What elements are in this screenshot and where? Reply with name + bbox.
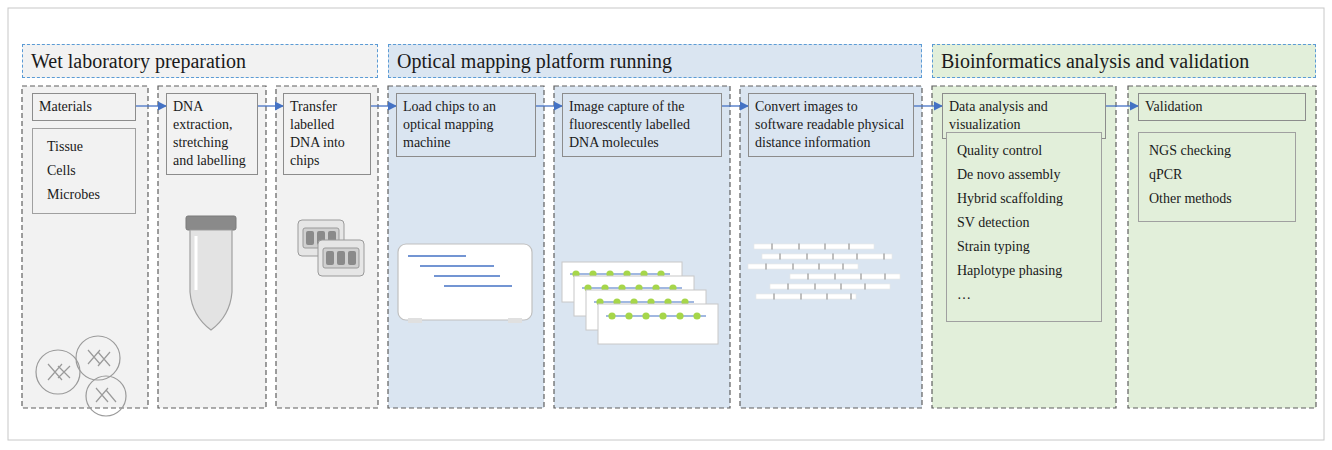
step-box: Load chips to an optical mapping machine: [396, 93, 536, 157]
list-item: De novo assembly: [957, 163, 1091, 187]
image-stack-illustration: [562, 262, 718, 344]
section-title: Bioinformatics analysis and validation: [941, 50, 1249, 73]
section-title: Wet laboratory preparation: [31, 50, 246, 73]
flow-arrow: [722, 105, 748, 106]
flow-arrow: [1106, 105, 1138, 106]
section-columns: [22, 86, 1316, 408]
machine-illustration: [398, 244, 532, 323]
step-box: Transfer labelled DNA into chips: [283, 93, 371, 175]
analysis-list-box: Quality controlDe novo assemblyHybrid sc…: [946, 132, 1102, 322]
flow-arrow: [536, 105, 562, 106]
box-label: Image capture of the fluorescently label…: [569, 98, 715, 152]
list-item: qPCR: [1149, 163, 1285, 187]
flow-arrow: [258, 105, 283, 106]
section-title: Optical mapping platform running: [397, 50, 672, 73]
outer-frame: [8, 8, 1324, 440]
tube-illustration: [186, 216, 236, 330]
box-label: Convert images to software readable phys…: [755, 98, 907, 152]
section-header: Bioinformatics analysis and validation: [932, 44, 1316, 78]
step-box: DNA extraction, stretching and labelling: [166, 93, 258, 175]
list-item: Other methods: [1149, 187, 1285, 211]
flow-arrow: [371, 105, 396, 106]
list-item: Haplotype phasing: [957, 259, 1091, 283]
box-label: Tissue Cells Microbes: [47, 135, 100, 207]
list-item: Quality control: [957, 139, 1091, 163]
box-label: Load chips to an optical mapping machine: [403, 98, 529, 152]
cells-illustration: [36, 336, 126, 416]
section-header: Optical mapping platform running: [388, 44, 922, 78]
step-box: Materials: [32, 93, 136, 121]
box-label: DNA extraction, stretching and labelling: [173, 98, 251, 170]
list-item: …: [957, 283, 1091, 307]
step-box: Validation: [1138, 93, 1306, 121]
box-label: Materials: [39, 98, 129, 116]
step-box: Image capture of the fluorescently label…: [562, 93, 722, 157]
flow-arrow: [136, 105, 166, 106]
section-header: Wet laboratory preparation: [22, 44, 378, 78]
molecule-map-illustration: [748, 244, 900, 300]
chip-illustration: [298, 220, 364, 276]
flow-arrow: [914, 105, 942, 106]
list-item: Strain typing: [957, 235, 1091, 259]
list-item: SV detection: [957, 211, 1091, 235]
material-list-box: Tissue Cells Microbes: [32, 128, 136, 214]
validation-list-box: NGS checkingqPCROther methods: [1138, 132, 1296, 222]
box-label: Transfer labelled DNA into chips: [290, 98, 364, 170]
step-box: Convert images to software readable phys…: [748, 93, 914, 157]
box-label: Validation: [1145, 98, 1299, 116]
box-label: Data analysis and visualization: [949, 98, 1099, 134]
list-item: NGS checking: [1149, 139, 1285, 163]
list-item: Hybrid scaffolding: [957, 187, 1091, 211]
